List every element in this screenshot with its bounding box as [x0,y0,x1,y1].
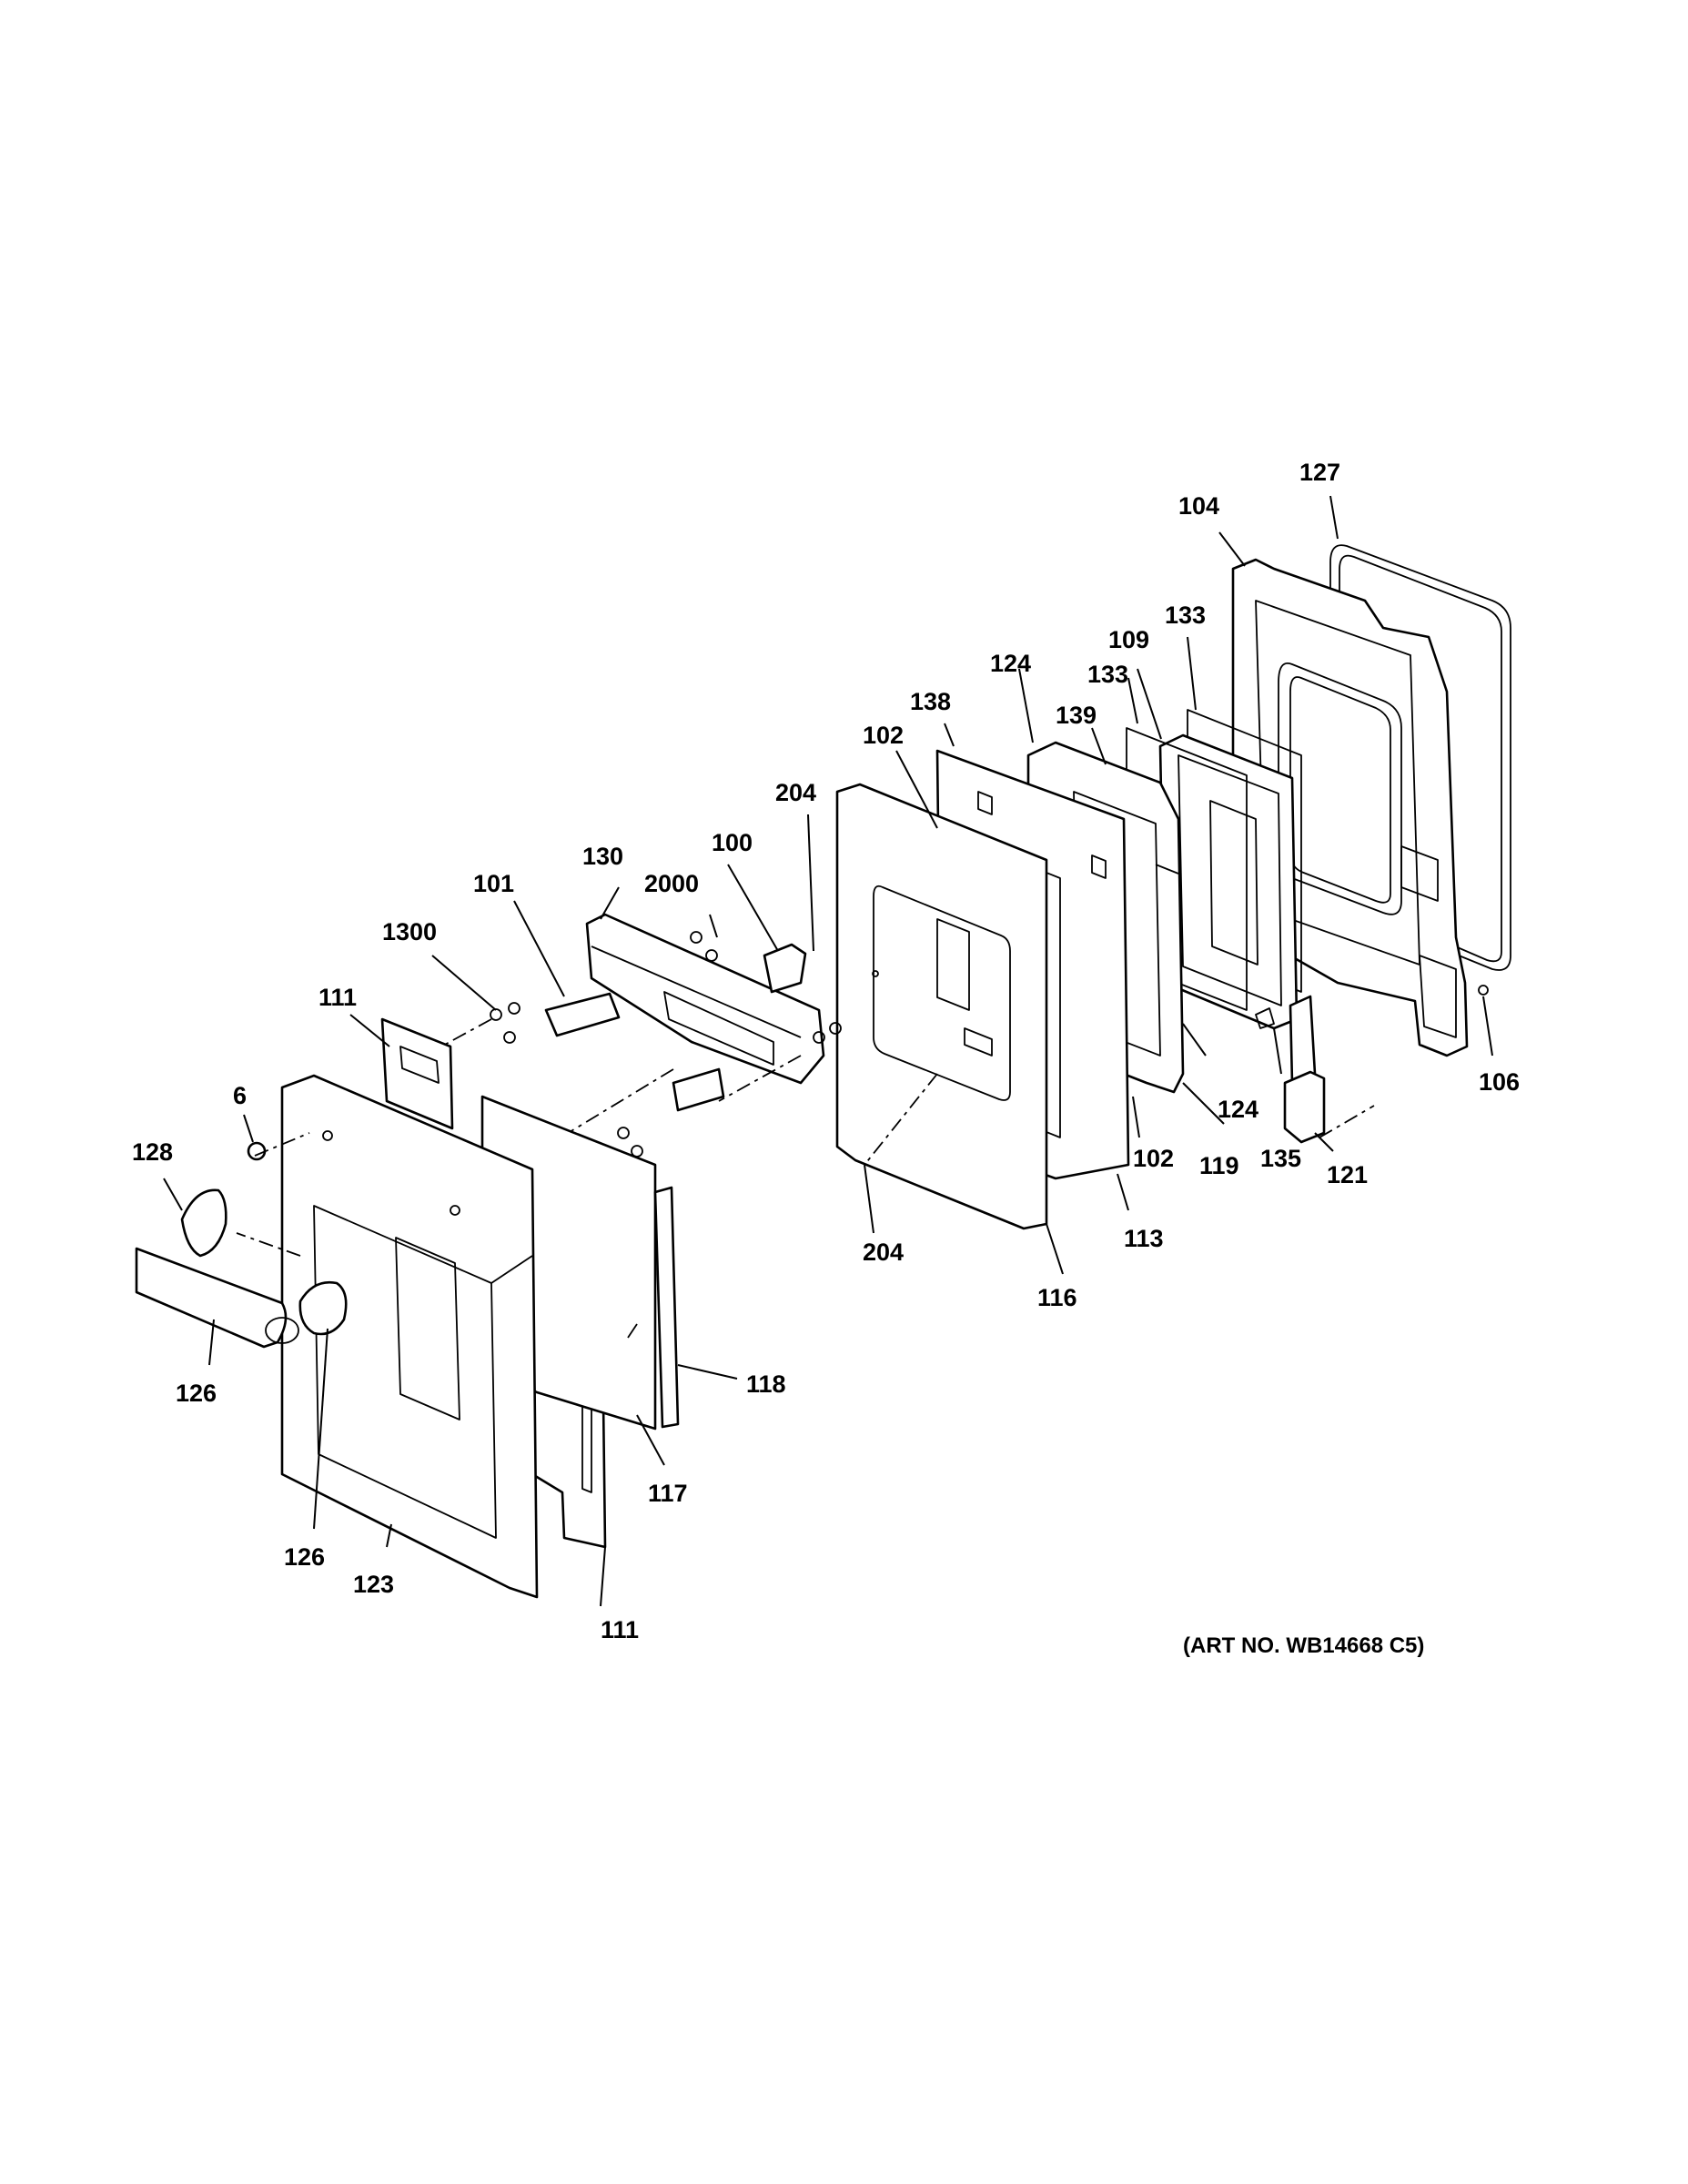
part-127-gasket [1329,544,1511,971]
callout-102: 102 [1133,1145,1174,1172]
part-121-hinge [1283,995,1375,1144]
callout-127: 127 [1299,459,1340,486]
callout-126: 126 [284,1543,325,1571]
callout-109: 109 [1108,626,1149,653]
leader-lines [163,495,1493,1607]
part-123-outer-door [280,1074,539,1599]
part-135-screw [1255,1007,1275,1029]
callout-138: 138 [910,688,951,715]
callout-2000: 2000 [644,870,699,897]
callout-124: 124 [1218,1096,1258,1123]
part-118-trim-strip [653,1186,680,1429]
callout-116: 116 [1037,1284,1077,1311]
callout-204: 204 [863,1239,904,1266]
callout-135: 135 [1260,1145,1301,1172]
callout-139: 139 [1056,702,1097,729]
callout-123: 123 [353,1571,394,1598]
callout-117: 117 [648,1480,688,1507]
callout-6: 6 [233,1082,247,1109]
callout-1300: 1300 [382,918,437,945]
part-116-inner-glass [835,783,1048,1230]
part-100-bracket [763,943,807,994]
callout-133: 133 [1165,602,1206,629]
art-number-label: (ART NO. WB14668 C5) [1183,1633,1425,1658]
callout-106: 106 [1479,1068,1520,1096]
callout-133: 133 [1087,661,1128,688]
callout-101: 101 [473,870,514,897]
callout-204: 204 [775,779,816,806]
callout-121: 121 [1327,1161,1368,1188]
callout-100: 100 [712,829,753,856]
callout-130: 130 [582,843,623,870]
callout-102: 102 [863,722,904,749]
callout-113: 113 [1124,1225,1164,1252]
callout-104: 104 [1178,492,1219,520]
callout-119: 119 [1199,1152,1239,1179]
part-106-screw [1478,985,1489,996]
callout-124: 124 [990,650,1031,677]
part-101-hinge-bracket [544,992,725,1112]
callout-128: 128 [132,1138,173,1166]
callout-111: 111 [318,984,357,1011]
part-130-vent-duct [585,913,825,1085]
callout-126: 126 [176,1380,217,1407]
callout-labels: 127 104 133 109 133 124 139 138 102 204 … [132,459,1520,1643]
part-128-handle-end [180,1188,227,1258]
callout-111: 111 [601,1616,639,1643]
callout-118: 118 [746,1370,786,1398]
part-126-handle [135,1132,348,1349]
part-111-side-bracket-rear [380,1017,454,1130]
part-6-screw [247,1141,267,1161]
part-2000-screws [617,931,842,1158]
